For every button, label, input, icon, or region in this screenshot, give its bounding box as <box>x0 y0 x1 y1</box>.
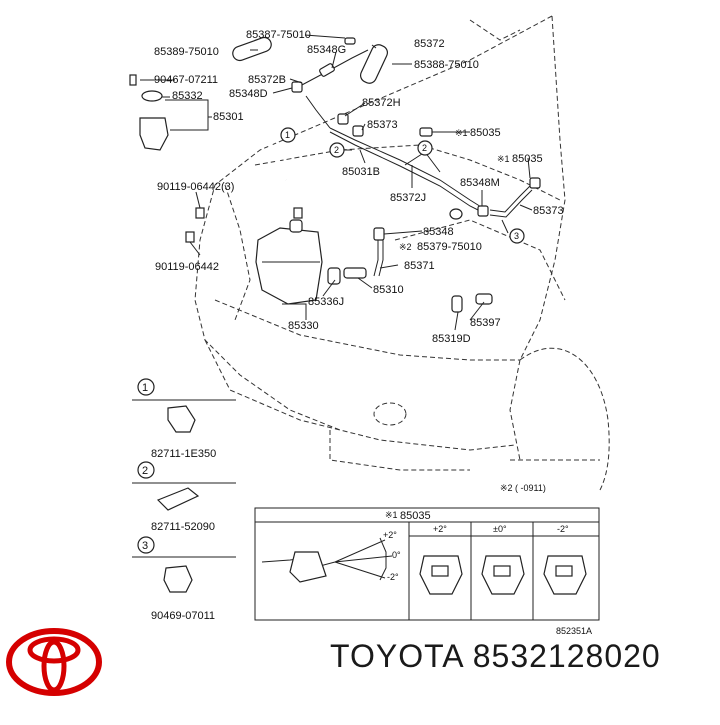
label-85372h: 85372H <box>362 97 401 109</box>
diagram-code: 852351A <box>556 626 592 636</box>
label-85397: 85397 <box>470 317 501 329</box>
clip-3-number: 90469-07011 <box>151 610 215 622</box>
legend-num-2: 2 <box>142 465 148 477</box>
brand-line: TOYOTA 8532128020 <box>330 638 661 675</box>
small-parts <box>129 37 541 313</box>
note-2-date: ※2 ( -0911) <box>500 483 546 493</box>
label-85372j: 85372J <box>390 192 426 204</box>
label-85348m: 85348M <box>460 177 500 189</box>
callout-3: 3 <box>514 231 519 241</box>
label-85387: 85387-75010 <box>246 29 311 41</box>
label-90119-3: 90119-06442(3) <box>157 181 234 193</box>
callout-2a: 2 <box>334 145 339 155</box>
label-90467: 90467-07211 <box>154 74 218 86</box>
inset-mark-1: ※1 <box>385 510 398 520</box>
label-85332: 85332 <box>172 90 203 102</box>
note-mark-1a: ※1 <box>455 128 468 138</box>
label-85348g: 85348G <box>307 44 346 56</box>
inset-col-minus2: -2° <box>557 524 569 534</box>
label-85379: 85379-75010 <box>417 241 482 253</box>
label-85301: 85301 <box>213 111 244 123</box>
diagram-callouts: 1 2 2 3 <box>280 127 525 244</box>
toyota-logo-icon <box>6 628 102 696</box>
legend-num-1: 1 <box>142 382 148 394</box>
label-85371: 85371 <box>404 260 435 272</box>
label-85310: 85310 <box>373 284 404 296</box>
label-85348d: 85348D <box>229 88 268 100</box>
clip-legend: 1 82711-1E350 2 82711-52090 3 90469-0701… <box>132 378 236 622</box>
angle-minus2: -2° <box>387 572 399 582</box>
brand-name: TOYOTA <box>330 638 463 674</box>
inset-col-plus2: +2° <box>433 524 447 534</box>
angle-zero: 0° <box>392 550 401 560</box>
inset-col-zero: ±0° <box>493 524 507 534</box>
label-85330: 85330 <box>288 320 319 332</box>
legend-num-3: 3 <box>142 540 148 552</box>
label-85373-top: 85373 <box>367 119 398 131</box>
part-labels: 85387-75010 85389-75010 85348G 85372 853… <box>154 29 564 493</box>
label-85388: 85388-75010 <box>414 59 479 71</box>
clip-1-number: 82711-1E350 <box>151 448 216 460</box>
vehicle-outline <box>194 15 610 491</box>
label-85035-top: 85035 <box>470 127 501 139</box>
label-85319d: 85319D <box>432 333 471 345</box>
label-85373-right: 85373 <box>533 205 564 217</box>
callout-1: 1 <box>285 130 290 140</box>
note-mark-1b: ※1 <box>497 154 510 164</box>
label-85035-right: 85035 <box>512 153 543 165</box>
label-85348: 85348 <box>423 226 454 238</box>
label-85372b: 85372B <box>248 74 286 86</box>
label-85389: 85389-75010 <box>154 46 219 58</box>
nozzle-angle-inset: ※1 85035 +2° ±0° -2° +2° 0° -2° 852351A <box>254 507 600 636</box>
label-85336j: 85336J <box>308 296 344 308</box>
washer-hoses <box>232 36 533 277</box>
label-90119: 90119-06442 <box>155 261 219 273</box>
label-85031b: 85031B <box>342 166 380 178</box>
part-number: 8532128020 <box>472 638 661 674</box>
clip-2-number: 82711-52090 <box>151 521 215 533</box>
note-mark-2: ※2 <box>399 242 412 252</box>
label-85372: 85372 <box>414 38 445 50</box>
callout-2b: 2 <box>422 143 427 153</box>
inset-title: 85035 <box>400 510 431 522</box>
leader-lines <box>140 34 533 331</box>
angle-plus2: +2° <box>383 530 397 540</box>
